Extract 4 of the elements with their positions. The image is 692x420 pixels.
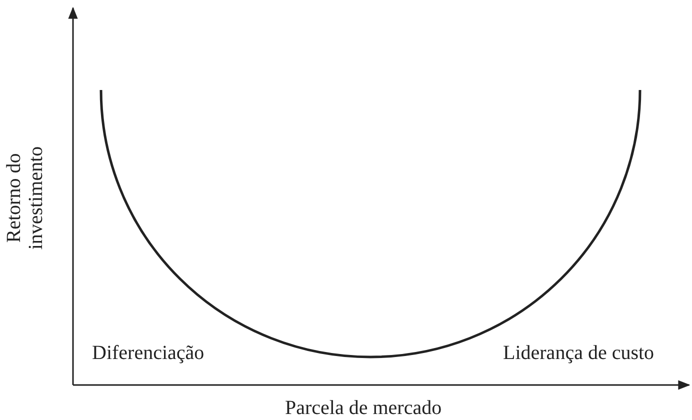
curve-end-label: Diferenciação bbox=[92, 342, 204, 364]
curve-end-label: Liderança de custo bbox=[503, 342, 654, 364]
y-axis-label: Retorno do investimento bbox=[3, 145, 47, 252]
x-axis-label: Parcela de mercado bbox=[285, 397, 442, 419]
